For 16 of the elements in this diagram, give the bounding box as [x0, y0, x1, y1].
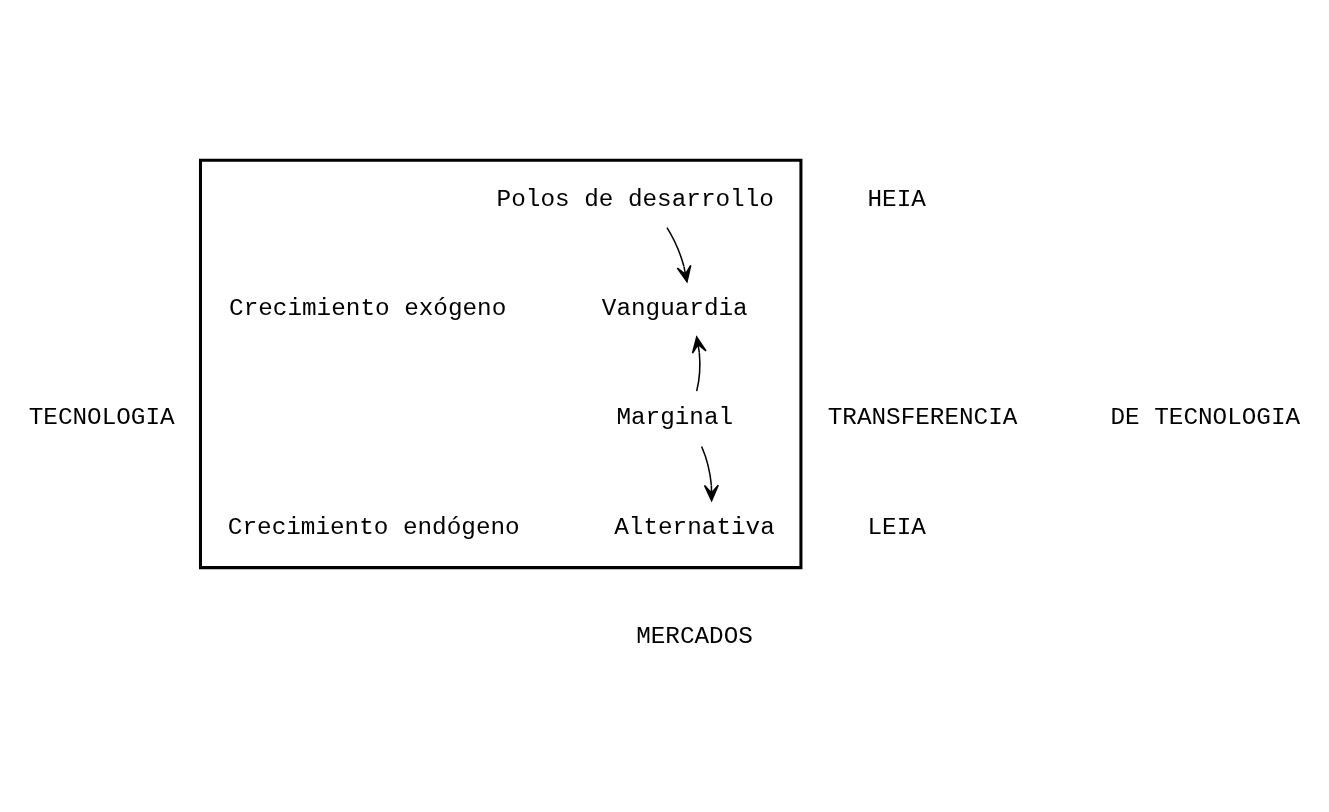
arrow	[700, 445, 719, 501]
label: DE TECNOLOGIA	[1110, 403, 1301, 431]
arrow	[691, 335, 707, 392]
label: TECNOLOGIA	[28, 403, 175, 431]
label: LEIA	[867, 513, 926, 541]
label: HEIA	[867, 185, 926, 213]
label: TRANSFERENCIA	[827, 403, 1018, 431]
label: Crecimiento exógeno	[229, 294, 507, 322]
label: Crecimiento endógeno	[227, 513, 520, 541]
node-text: Alternativa	[614, 513, 775, 541]
label: MERCADOS	[636, 622, 753, 650]
cluster	[198, 158, 803, 569]
node-text: Polos de desarrollo	[496, 185, 774, 213]
node-text: Marginal	[616, 403, 734, 431]
arrow	[666, 226, 692, 282]
node-text: Vanguardia	[601, 294, 748, 322]
